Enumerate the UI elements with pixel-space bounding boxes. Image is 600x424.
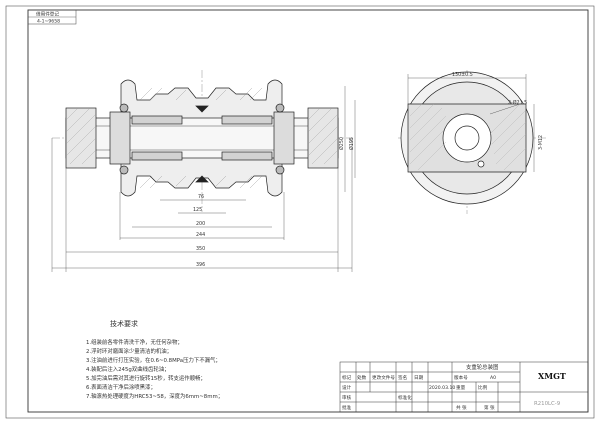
left-seal-upper bbox=[119, 103, 129, 113]
tb-part-number: R210LC-9 bbox=[534, 401, 561, 407]
oil-plug-mark bbox=[195, 105, 209, 113]
right-seal-upper bbox=[275, 103, 285, 113]
tb-design-date: 2020.03.10 bbox=[429, 385, 455, 391]
tb-company: XMGT bbox=[538, 371, 566, 381]
tb-role-approve: 批准 bbox=[342, 404, 352, 411]
tb-version-label: 版本号 bbox=[454, 374, 468, 381]
tb-role-design: 设计 bbox=[342, 384, 352, 391]
tech-item-7: 7.轴滚热处理硬度为HRC53~58，深度为6mm~8mm； bbox=[86, 392, 223, 400]
end-dim-holes: 2-Ø21.5 bbox=[508, 99, 527, 106]
left-collar bbox=[65, 107, 97, 169]
end-dim-top: 130±0.5 bbox=[452, 72, 473, 78]
tb-scale-label: 比例 bbox=[478, 384, 488, 391]
inner-bushing-right bbox=[221, 115, 273, 125]
top-stamp: 借用件登记 4-1~9658 bbox=[27, 9, 77, 25]
oil-plug-mark-lower bbox=[195, 175, 209, 183]
dim-396: 396 bbox=[196, 262, 205, 268]
title-block bbox=[339, 361, 589, 413]
tech-item-2: 2.浮封环对磨面涂少量清洁的机油； bbox=[86, 347, 172, 355]
roller-end-view bbox=[398, 70, 548, 214]
right-seal-lower bbox=[275, 165, 285, 175]
tech-item-3: 3.注油前进行打压实验，在0.6~0.8MPa压力下不漏气； bbox=[86, 356, 221, 364]
bolt-hole-right bbox=[477, 160, 485, 168]
stamp-line1: 借用件登记 bbox=[36, 11, 59, 18]
tb-sheets: 共 张 bbox=[456, 404, 467, 411]
tech-item-6: 6.表面清洁干净后涂喷黑漆； bbox=[86, 383, 156, 391]
dim-76: 76 bbox=[198, 194, 204, 200]
dim-200: 200 bbox=[196, 221, 205, 227]
inner-bushing-left-lower bbox=[131, 151, 183, 161]
tb-header-sign: 签名 bbox=[398, 374, 407, 381]
tb-weight-label: 重量 bbox=[456, 384, 466, 391]
tech-title: 技术要求 bbox=[110, 319, 138, 328]
tech-item-5: 5.加完油后需对其进行旋转15秒，转支运作顺畅； bbox=[86, 374, 206, 382]
right-collar bbox=[307, 107, 339, 169]
tb-header-count: 处数 bbox=[357, 374, 367, 381]
stamp-line2: 4-1~9658 bbox=[37, 19, 60, 25]
dim-125: 125 bbox=[193, 207, 202, 213]
tb-drawing-name: 支重轮总装图 bbox=[466, 363, 498, 371]
roller-section-view bbox=[52, 70, 352, 212]
tb-header-doc: 更改文件号 bbox=[372, 374, 395, 381]
dim-350: 350 bbox=[196, 246, 205, 252]
end-dimension-lines bbox=[407, 74, 535, 172]
tech-requirements: 技术要求 1.组装前各零件清洗干净，无任何杂物； 2.浮封环对磨面涂少量清洁的机… bbox=[86, 319, 223, 400]
tb-header-mark: 标记 bbox=[342, 374, 352, 381]
tb-sheet: 第 张 bbox=[484, 404, 495, 411]
outer-border bbox=[5, 5, 595, 419]
right-bushing bbox=[273, 111, 295, 165]
tb-version-value: A0 bbox=[490, 375, 496, 381]
dim-244: 244 bbox=[196, 232, 205, 238]
tech-item-1: 1.组装前各零件清洗干净，无任何杂物； bbox=[86, 338, 183, 346]
inner-bushing-right-lower bbox=[221, 151, 273, 161]
shaft bbox=[65, 117, 339, 159]
tb-role-review: 审核 bbox=[342, 394, 352, 401]
dim-d250: Ø250 bbox=[338, 137, 345, 150]
tb-header-date: 日期 bbox=[414, 375, 424, 381]
dim-d195: Ø195 bbox=[348, 137, 355, 150]
left-bushing bbox=[109, 111, 131, 165]
end-dim-right: 3-M12 bbox=[538, 135, 544, 150]
tb-standardization: 标准化 bbox=[398, 394, 412, 401]
left-seal-lower bbox=[119, 165, 129, 175]
inner-bushing-left bbox=[131, 115, 183, 125]
section-dimension-lines bbox=[51, 86, 356, 272]
tech-item-4: 4.装配后注入245g双曲线齿轮油； bbox=[86, 365, 170, 373]
inner-border bbox=[27, 9, 589, 413]
